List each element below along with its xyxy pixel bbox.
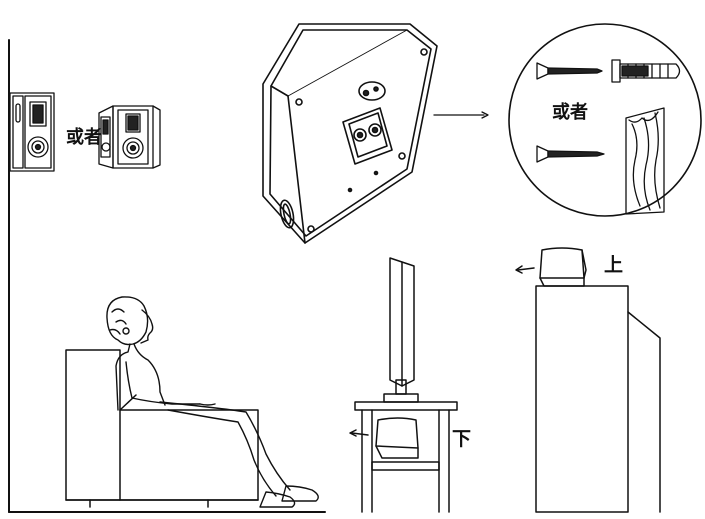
detail-arrow [433,111,489,119]
or-label-right: 或者 [552,102,588,123]
armchair [65,349,259,508]
mounting-hardware-detail [508,23,702,217]
cabinet-with-speaker [515,247,661,513]
down-label: 下 [452,428,472,450]
wood-screw [536,145,605,163]
screw-with-wall-anchor [536,59,681,83]
bookshelf-speaker [98,105,161,169]
wood-stud [625,107,665,215]
up-label: 上 [604,254,624,276]
speaker-back-view [262,23,438,244]
wall-mounted-speaker [9,92,55,172]
or-label-left: 或者 [66,127,102,148]
seated-person [106,296,319,508]
room-wall-floor [8,39,326,513]
tv-on-stand [349,257,458,513]
